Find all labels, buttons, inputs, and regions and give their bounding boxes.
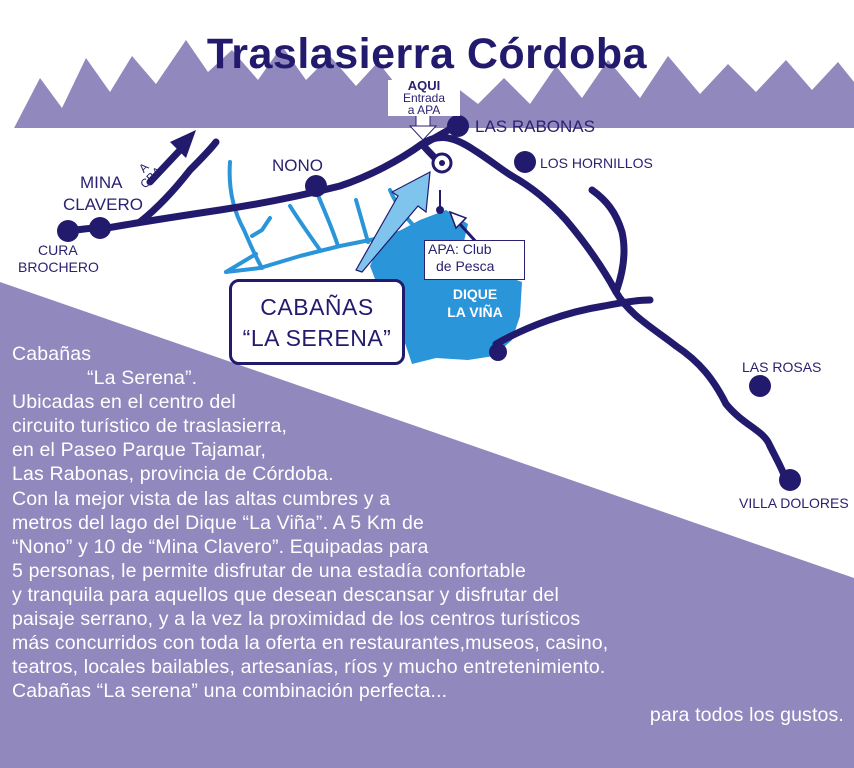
description-line: Cabañas [12, 343, 92, 365]
las-rosas-label: LAS ROSAS [742, 359, 822, 375]
entrance-arrow [408, 113, 438, 141]
cabanas-box-line-1: CABAÑAS [260, 294, 374, 320]
mina-clavero-label-1: MINA [80, 173, 123, 192]
cabanas-la-serena-box: CABAÑAS “LA SERENA” [229, 279, 405, 365]
description-line: “La Serena”. [87, 367, 198, 390]
description-text: Cabañas “La Serena”. Ubicadas en el cent… [12, 342, 848, 728]
map-title: Traslasierra Córdoba [206, 30, 648, 78]
description-line: para todos los gustos. [649, 704, 844, 727]
mina-clavero-label-2: CLAVERO [63, 195, 143, 214]
apa-club-box: APA: Club de Pesca [424, 240, 525, 280]
las-rabonas-label: LAS RABONAS [475, 117, 595, 136]
nono-label: NONO [272, 156, 323, 175]
description-line: paisaje serrano, y a la vez la proximida… [12, 608, 581, 631]
dique-label: DIQUE LA VIÑA [428, 285, 522, 321]
description-line: metros del lago del Dique “La Viña”. A 5… [12, 511, 424, 534]
description-line: Ubicadas en el centro del [12, 391, 236, 414]
dique-label-2: LA VIÑA [447, 304, 503, 320]
cabanas-location-marker [431, 152, 453, 174]
entrada-label-1: Entrada [402, 91, 446, 105]
villa-dolores-label: VILLA DOLORES [739, 495, 849, 511]
aqui-top-label: AQUI [407, 78, 441, 93]
description-line: Cabañas “La serena” una combinación perf… [12, 680, 448, 703]
los-hornillos-label: LOS HORNILLOS [540, 155, 653, 171]
entrance-label: AQUI Entrada a APA [388, 78, 460, 117]
apa-label-2: de Pesca [436, 258, 495, 274]
dique-la-vina-lake [370, 210, 522, 364]
description-line: en el Paseo Parque Tajamar, [12, 439, 267, 462]
dique-label-1: DIQUE [452, 286, 498, 302]
description-line: Las Rabonas, provincia de Córdoba. [12, 463, 334, 486]
description-line: 5 personas, le permite disfrutar de una … [12, 559, 526, 582]
description-line: teatros, locales bailables, artesanías, … [12, 656, 606, 679]
cura-brochero-label-1: CURA [38, 242, 78, 258]
description-line: Con la mejor vista de las altas cumbres … [12, 487, 391, 510]
aqui-arrow [355, 170, 431, 273]
mountain-range [12, 40, 854, 132]
entrada-label-2: a APA [407, 103, 441, 117]
cura-brochero-label-2: BROCHERO [18, 259, 99, 275]
road-arrow-to-cba [146, 130, 196, 186]
description-line: circuito turístico de traslasierra, [12, 415, 288, 438]
description-line: y tranquila para aquellos que desean des… [12, 583, 559, 606]
description-line: más concurridos con toda la oferta en re… [12, 632, 609, 655]
cabanas-box-line-2: “LA SERENA” [242, 325, 392, 351]
rivers [224, 160, 420, 274]
apa-label-1: APA: Club [428, 241, 492, 257]
city-dots [57, 115, 801, 491]
description-panel [0, 282, 854, 768]
apa-club-marker [436, 190, 444, 214]
description-line: “Nono” y 10 de “Mina Clavero”. Equipadas… [12, 535, 429, 558]
